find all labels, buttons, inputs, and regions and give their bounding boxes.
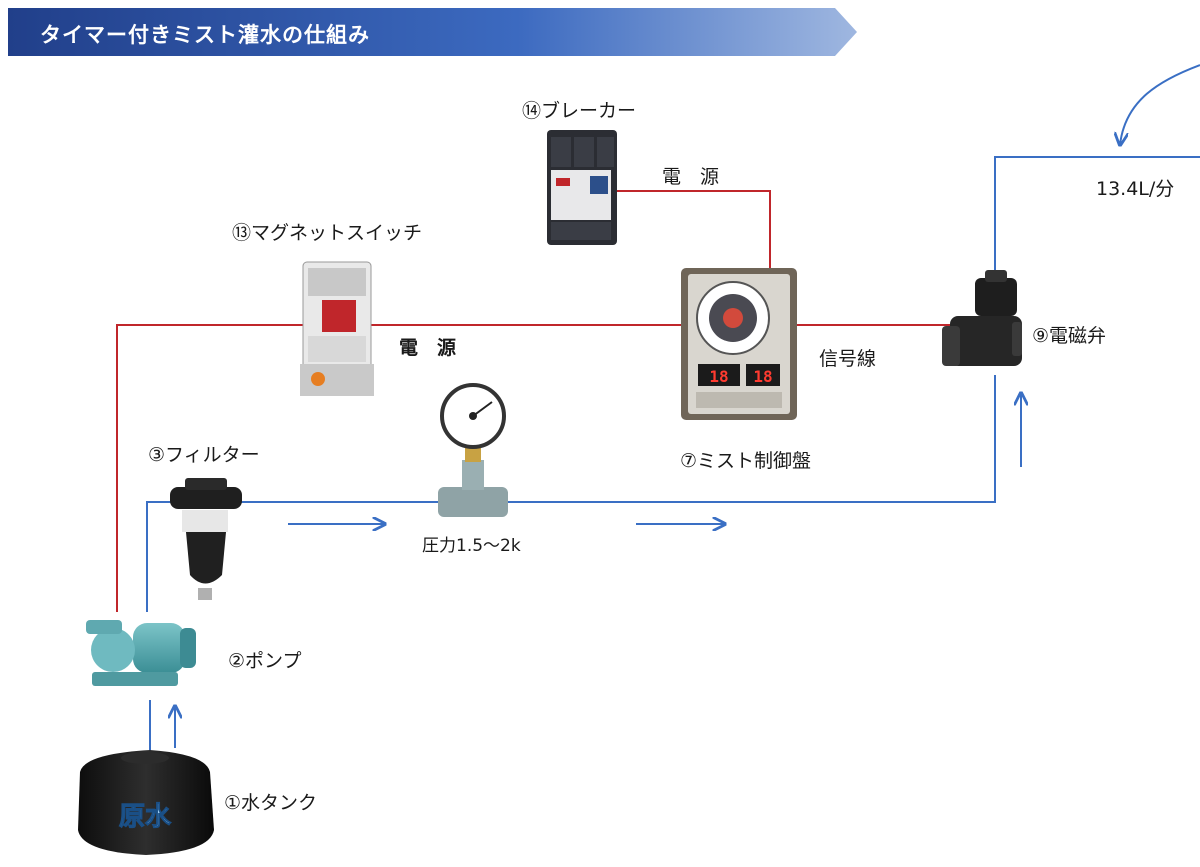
- power-label-top: 電 源: [662, 166, 720, 188]
- magnet-switch-device: [300, 261, 374, 396]
- controller-label: ⑦ミスト制御盤: [680, 450, 812, 472]
- pump-label: ②ポンプ: [228, 650, 302, 672]
- mist-controller-device: [681, 268, 797, 420]
- tank-label-text: 原水: [119, 802, 172, 832]
- signal-line-label: 信号線: [819, 348, 877, 370]
- timer-display-left: 18: [709, 367, 728, 386]
- pump-device: [86, 620, 196, 686]
- filter-device: [170, 478, 242, 600]
- filter-label: ③フィルター: [148, 444, 260, 466]
- title-banner: [8, 8, 857, 56]
- water-piping: [146, 156, 1200, 760]
- solenoid-valve-device: [942, 270, 1022, 366]
- valve-label: ⑨電磁弁: [1032, 325, 1107, 347]
- tank-label: ①水タンク: [224, 792, 318, 814]
- breaker-device: [547, 130, 617, 245]
- pressure-gauge-device: [438, 383, 508, 517]
- flow-arrows: [175, 64, 1200, 748]
- power-wiring: [116, 190, 955, 612]
- water-tank-device: [78, 750, 214, 855]
- flow-rate-label: 13.4L/分: [1096, 178, 1175, 200]
- timer-display-right: 18: [753, 367, 772, 386]
- pressure-label: 圧力1.5～2k: [422, 536, 521, 556]
- breaker-label: ⑭ブレーカー: [522, 100, 637, 122]
- power-label-mid: 電 源: [399, 337, 457, 359]
- page-title: タイマー付きミスト灌水の仕組み: [40, 23, 370, 47]
- magnet-switch-label: ⑬マグネットスイッチ: [232, 222, 423, 244]
